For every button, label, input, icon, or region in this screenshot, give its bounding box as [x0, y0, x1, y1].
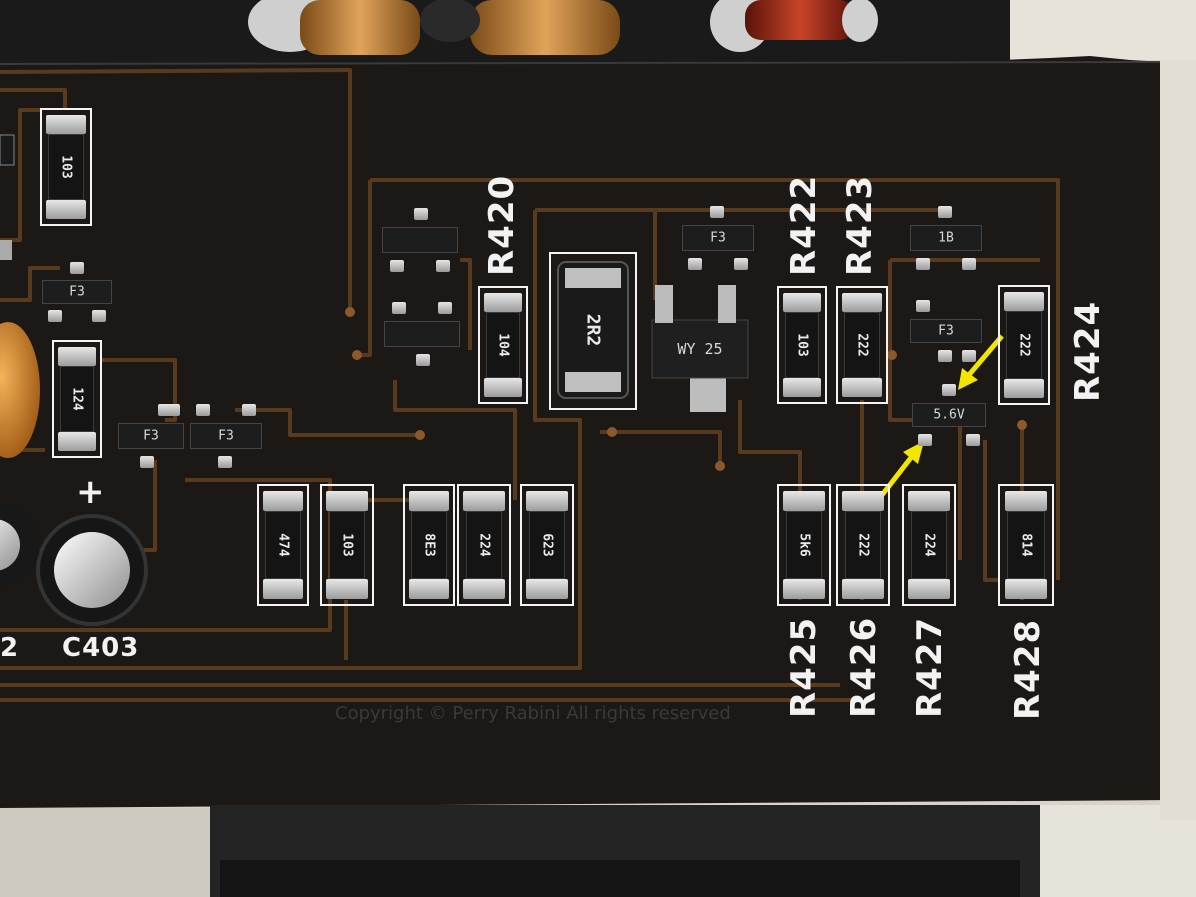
label-r428: R428: [1008, 618, 1048, 720]
transistor-mid-1: F3: [118, 404, 184, 468]
label-partial-2: 2: [0, 633, 20, 663]
transistor-right-mid: F3: [910, 300, 982, 362]
transistor-r420-upper: [382, 208, 458, 272]
label-r423: R423: [840, 174, 880, 276]
transistor-left: F3: [42, 262, 112, 322]
copper-coil-left: [248, 0, 620, 55]
inductor-2r2: [549, 252, 637, 410]
resistor-code: 623: [539, 533, 555, 557]
label-r420: R420: [482, 174, 522, 276]
regulator-ic: [651, 285, 749, 412]
resistor-code: 124: [69, 387, 85, 411]
copyright-watermark: Copyright © Perry Rabini All rights rese…: [335, 703, 731, 724]
electrolytic-capacitor-c403: [36, 514, 148, 626]
resistor-top-left: 103: [40, 108, 92, 226]
label-r425: R425: [784, 616, 824, 718]
resistor-code: 474: [275, 533, 291, 557]
inductor-label-host: 2R2: [558, 262, 628, 398]
label-r422: R422: [784, 174, 824, 276]
resistor-code: 222: [854, 333, 870, 357]
resistor-code: 222: [1016, 333, 1032, 357]
resistor-code: 224: [476, 533, 492, 557]
transistor-mid-2: F3: [190, 404, 262, 468]
resistor-code: 814: [1018, 533, 1034, 557]
transistor-mark: F3: [218, 428, 234, 444]
electrolytic-capacitor-left: [0, 505, 40, 585]
label-r427: R427: [910, 616, 950, 718]
resistor-r428: 814: [998, 484, 1054, 606]
transistor-mark: F3: [69, 284, 85, 300]
resistor-code: 103: [58, 155, 74, 179]
resistor-r427: 224: [902, 484, 956, 606]
transistor-mark: F3: [710, 230, 726, 246]
resistor-code: 104: [495, 333, 511, 357]
transistor-r420-lower: [384, 302, 460, 366]
capacitor-polarity-plus: +: [76, 472, 105, 512]
zener-diode: 5.6V: [912, 384, 986, 446]
resistor-bottom-2: 103: [320, 484, 374, 606]
resistor-code: 224: [921, 533, 937, 557]
resistor-bottom-1: 474: [257, 484, 309, 606]
copper-coil-right: [710, 0, 878, 52]
label-r426: R426: [844, 616, 884, 718]
yellow-arrow-upper: [958, 334, 1004, 390]
resistor-code: 103: [794, 333, 810, 357]
resistor-r426: 222: [836, 484, 890, 606]
resistor-code: 8E3: [421, 533, 437, 557]
resistor-code: 103: [339, 533, 355, 557]
regulator-mark-host: WY 25: [652, 320, 748, 378]
resistor-code: 222: [855, 533, 871, 557]
transistor-top-mid: F3: [682, 206, 754, 270]
resistor-r420: 104: [478, 286, 528, 404]
transistor-mark: F3: [143, 428, 159, 444]
resistor-bottom-5: 623: [520, 484, 574, 606]
resistor-bottom-4: 224: [457, 484, 511, 606]
resistor-r424: 222: [998, 285, 1050, 405]
resistor-left-mid: 124: [52, 340, 102, 458]
label-r424: R424: [1068, 300, 1108, 402]
resistor-bottom-3: 8E3: [403, 484, 455, 606]
inductor-code: 2R2: [582, 313, 604, 347]
resistor-code: 5k6: [796, 533, 812, 557]
label-c403: C403: [62, 633, 140, 663]
resistor-r422: 103: [777, 286, 827, 404]
transistor-mark: 1B: [938, 230, 954, 246]
transistor-right-top: 1B: [910, 206, 982, 270]
regulator-mark: WY 25: [677, 340, 723, 358]
ceramic-capacitor: [0, 322, 40, 458]
resistor-r425: 5k6: [777, 484, 831, 606]
resistor-r423: 222: [836, 286, 888, 404]
zener-mark: 5.6V: [933, 407, 965, 423]
transistor-mark: F3: [938, 323, 954, 339]
